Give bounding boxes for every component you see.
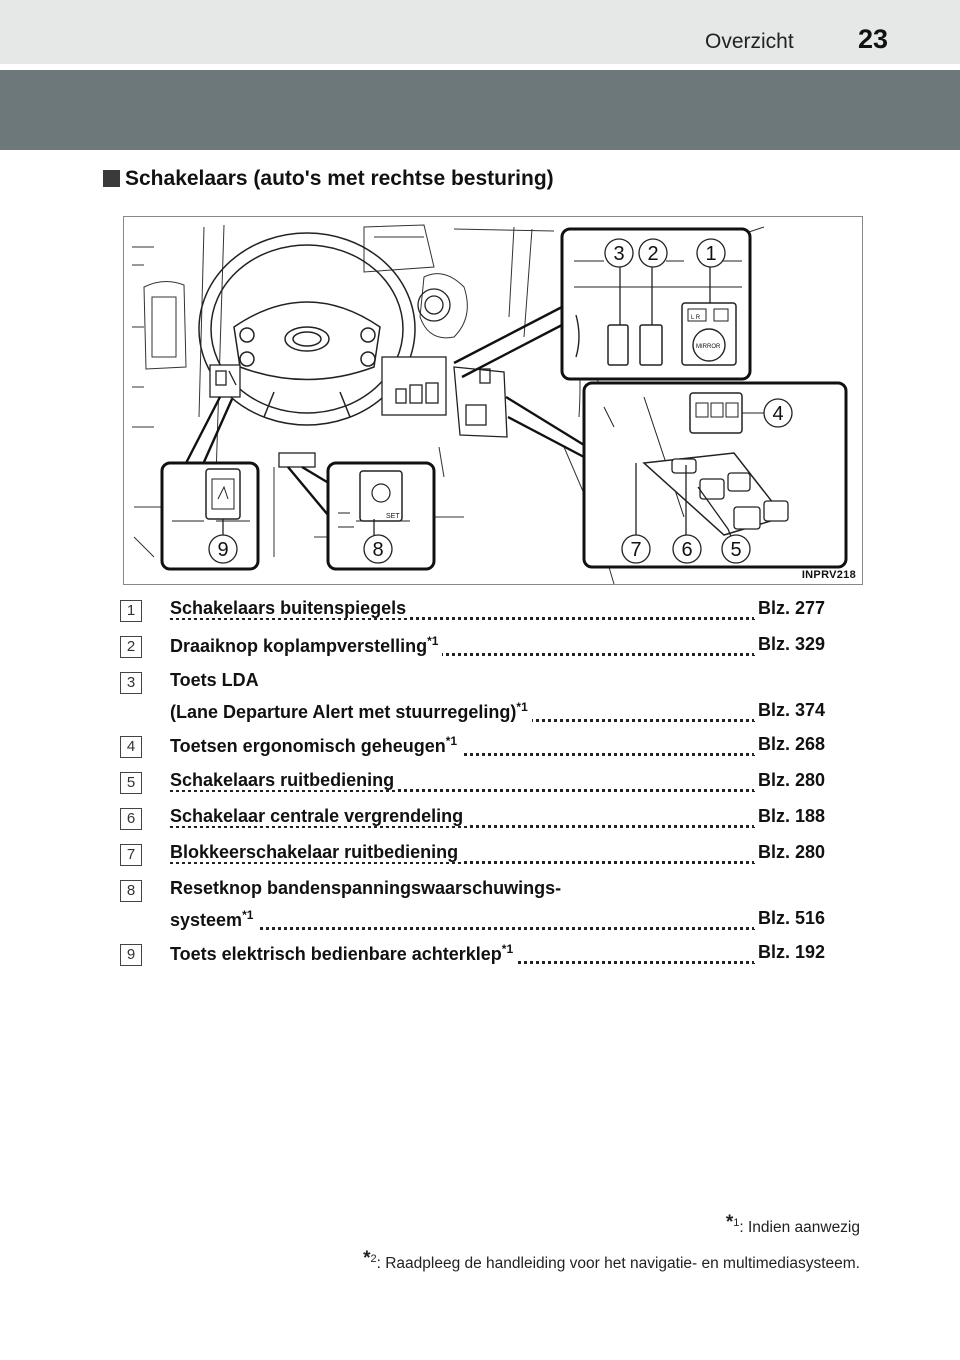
item-label-continued: systeem [170,910,243,930]
callout-8-label: 8 [372,539,383,561]
callout-1 [696,238,726,268]
door-switch-callout [582,381,848,569]
footnote-mark: *1 [427,634,439,648]
chapter-band [0,70,960,150]
lr-label: L R [691,315,701,321]
page-ref-link[interactable]: Blz. 192 [753,942,825,963]
item-number: 1 [120,600,142,622]
gauge-ring [417,288,451,322]
item-label: Toets elektrisch bedienbare achterklep [170,944,502,964]
item-number: 8 [120,880,142,902]
item-label: Toets LDA [170,670,263,690]
item-number: 9 [120,944,142,966]
callout-7-label: 7 [630,539,641,561]
mirror-label: MIRROR [696,344,721,350]
floor-bar [278,452,316,468]
item-label: Blokkeerschakelaar ruitbediening [170,842,463,862]
footnote-text: : Raadpleeg de handleiding voor het navi… [376,1255,860,1272]
footnote-sup: 2 [370,1252,377,1265]
door-switch-cluster [453,366,508,438]
tpws-reset-callout: SET [326,461,436,571]
steering-wheel [198,232,416,426]
callout-3-label: 3 [613,243,624,265]
item-number: 2 [120,636,142,658]
callout-4-label: 4 [772,403,783,425]
header-band [0,0,960,64]
section-square-icon [103,170,120,187]
callout-7 [621,534,651,564]
footnote-star: * [363,1248,371,1269]
footnote-mark: *1 [516,700,528,714]
footnote-1: *1: Indien aanwezig [726,1212,860,1237]
footnote-sup: 1 [733,1216,740,1229]
footnote-star: * [725,1212,734,1233]
footnote-mark: *1 [501,942,514,956]
page-ref-link[interactable]: Blz. 277 [753,598,825,619]
switches-illustration: L R MIRROR 3 2 1 4 7 [123,216,863,585]
item-number: 7 [120,844,142,866]
callout-4 [763,398,793,428]
item-number: 6 [120,808,142,830]
page-ref-link[interactable]: Blz. 280 [753,770,825,791]
section-name: Overzicht [705,30,794,53]
left-switch-cluster [209,364,241,398]
callout-9-label: 9 [217,539,228,561]
item-number: 3 [120,672,142,694]
item-label-continued: (Lane Departure Alert met stuurregeling) [170,702,517,722]
item-label: Toetsen ergonomisch geheugen [170,736,446,756]
set-label: SET [386,513,400,520]
page-number: 23 [858,24,889,54]
item-label: Schakelaars ruitbediening [170,770,399,790]
section-title: Schakelaars (auto's met rechtse besturin… [125,167,554,190]
figure-code: INPRV218 [801,569,856,581]
callout-2-label: 2 [647,243,658,265]
footnote-2: *2: Raadpleeg de handleiding voor het na… [363,1248,860,1273]
footnote-text: : Indien aanwezig [739,1219,860,1236]
callout-2 [638,238,668,268]
item-label: Draaiknop koplampverstelling [170,636,428,656]
item-label: Resetknop bandenspanningswaarschuwings- [170,878,566,898]
item-number: 4 [120,736,142,758]
item-label: Schakelaars buitenspiegels [170,598,411,618]
mirror-switch-callout: L R MIRROR [560,227,752,381]
callout-9 [208,534,238,564]
callout-5-label: 5 [730,539,741,561]
connector-lines [182,305,585,516]
callout-6-label: 6 [681,539,692,561]
callout-1-label: 1 [705,243,716,265]
page-ref-link[interactable]: Blz. 329 [753,634,825,655]
page-ref-link[interactable]: Blz. 188 [753,806,825,827]
callout-5 [721,534,751,564]
footnote-mark: *1 [445,734,458,748]
page-ref-link[interactable]: Blz. 280 [753,842,825,863]
dashboard-drawing: L R MIRROR 3 2 1 4 7 [132,224,848,584]
callout-6 [672,534,702,564]
page-ref-link[interactable]: Blz. 516 [753,908,825,929]
callout-8 [363,534,393,564]
center-switch-cluster [381,356,447,416]
footnote-mark: *1 [242,908,254,922]
item-number: 5 [120,772,142,794]
callout-3 [604,238,634,268]
page-ref-link[interactable]: Blz. 268 [753,734,825,755]
item-label: Schakelaar centrale vergrendeling [170,806,468,826]
page-ref-link[interactable]: Blz. 374 [753,700,825,721]
